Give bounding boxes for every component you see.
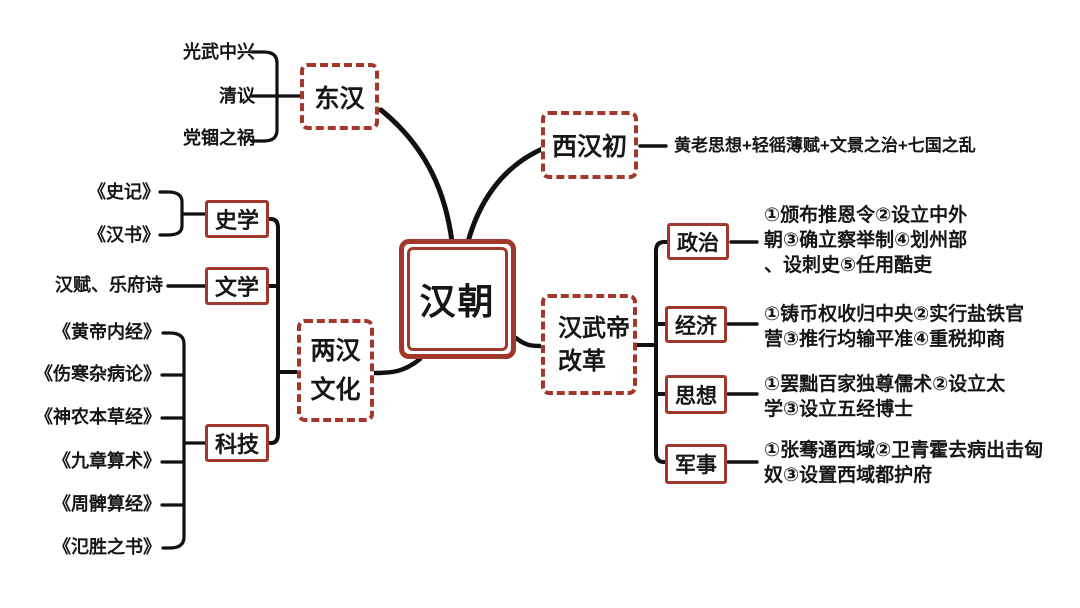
- leaf-qingyi: 清议: [219, 86, 255, 106]
- bracket-shixue: [158, 190, 184, 237]
- node-jingji: 经济: [665, 306, 727, 343]
- node-lianghan-wenhua: 两汉 文化: [297, 319, 374, 422]
- node-hanchao: 汉朝: [399, 239, 516, 359]
- detail-sixiang: ①罢黜百家独尊儒术②设立太 学③设立五经博士: [764, 374, 1006, 420]
- node-keji: 科技: [205, 424, 269, 462]
- leaf-hanfu-yuefu: 汉赋、乐府诗: [55, 275, 163, 295]
- leaf-danggu: 党锢之祸: [183, 128, 255, 148]
- edge-root-hanwudi: [513, 335, 545, 349]
- detail-xihanchu: 黄老思想+轻徭薄赋+文景之治+七国之乱: [674, 136, 976, 155]
- node-wenxue: 文学: [205, 267, 269, 305]
- node-hanwudi-gaige: 汉武帝 改革: [541, 294, 637, 395]
- bracket-keji: [161, 331, 186, 550]
- leaf-fansheng: 《氾胜之书》: [53, 537, 161, 557]
- edge-root-lianghan: [371, 356, 423, 376]
- leaf-shanghan: 《伤寒杂病论》: [35, 364, 161, 384]
- trunk-hanwudi: [654, 240, 670, 464]
- leaf-hanshu: 《汉书》: [88, 225, 160, 245]
- node-hanchao-label: 汉朝: [407, 247, 508, 351]
- leaf-jiuzhang: 《九章算术》: [53, 451, 161, 471]
- node-sixiang: 思想: [665, 375, 727, 414]
- leaf-huangdineijing: 《黄帝内经》: [53, 322, 161, 342]
- detail-zhengzhi: ①颁布推恩令②设立中外 朝③确立察举制④划州部 、设刺史⑤任用酷吏: [764, 205, 968, 276]
- detail-junshi: ①张骞通西域②卫青霍去病出击匈 奴③设置西域都护府: [764, 440, 1044, 486]
- leaf-zhoubi: 《周髀算经》: [53, 494, 161, 514]
- node-junshi: 军事: [665, 444, 727, 484]
- node-shixue: 史学: [205, 200, 269, 238]
- edge-root-xihanchu: [465, 146, 545, 245]
- edge-root-donghan: [378, 107, 455, 245]
- node-donghan: 东汉: [300, 63, 379, 130]
- detail-jingji: ①铸币权收归中央②实行盐铁官 营③推行均输平准④重税抑商: [764, 304, 1025, 350]
- node-xihanchu: 西汉初: [541, 111, 638, 179]
- trunk-lianghan: [266, 217, 280, 445]
- leaf-shennong: 《神农本草经》: [35, 407, 161, 427]
- leaf-shiji: 《史记》: [88, 182, 160, 202]
- leaf-guangwu: 光武中兴: [183, 42, 255, 62]
- node-zhengzhi: 政治: [667, 223, 729, 260]
